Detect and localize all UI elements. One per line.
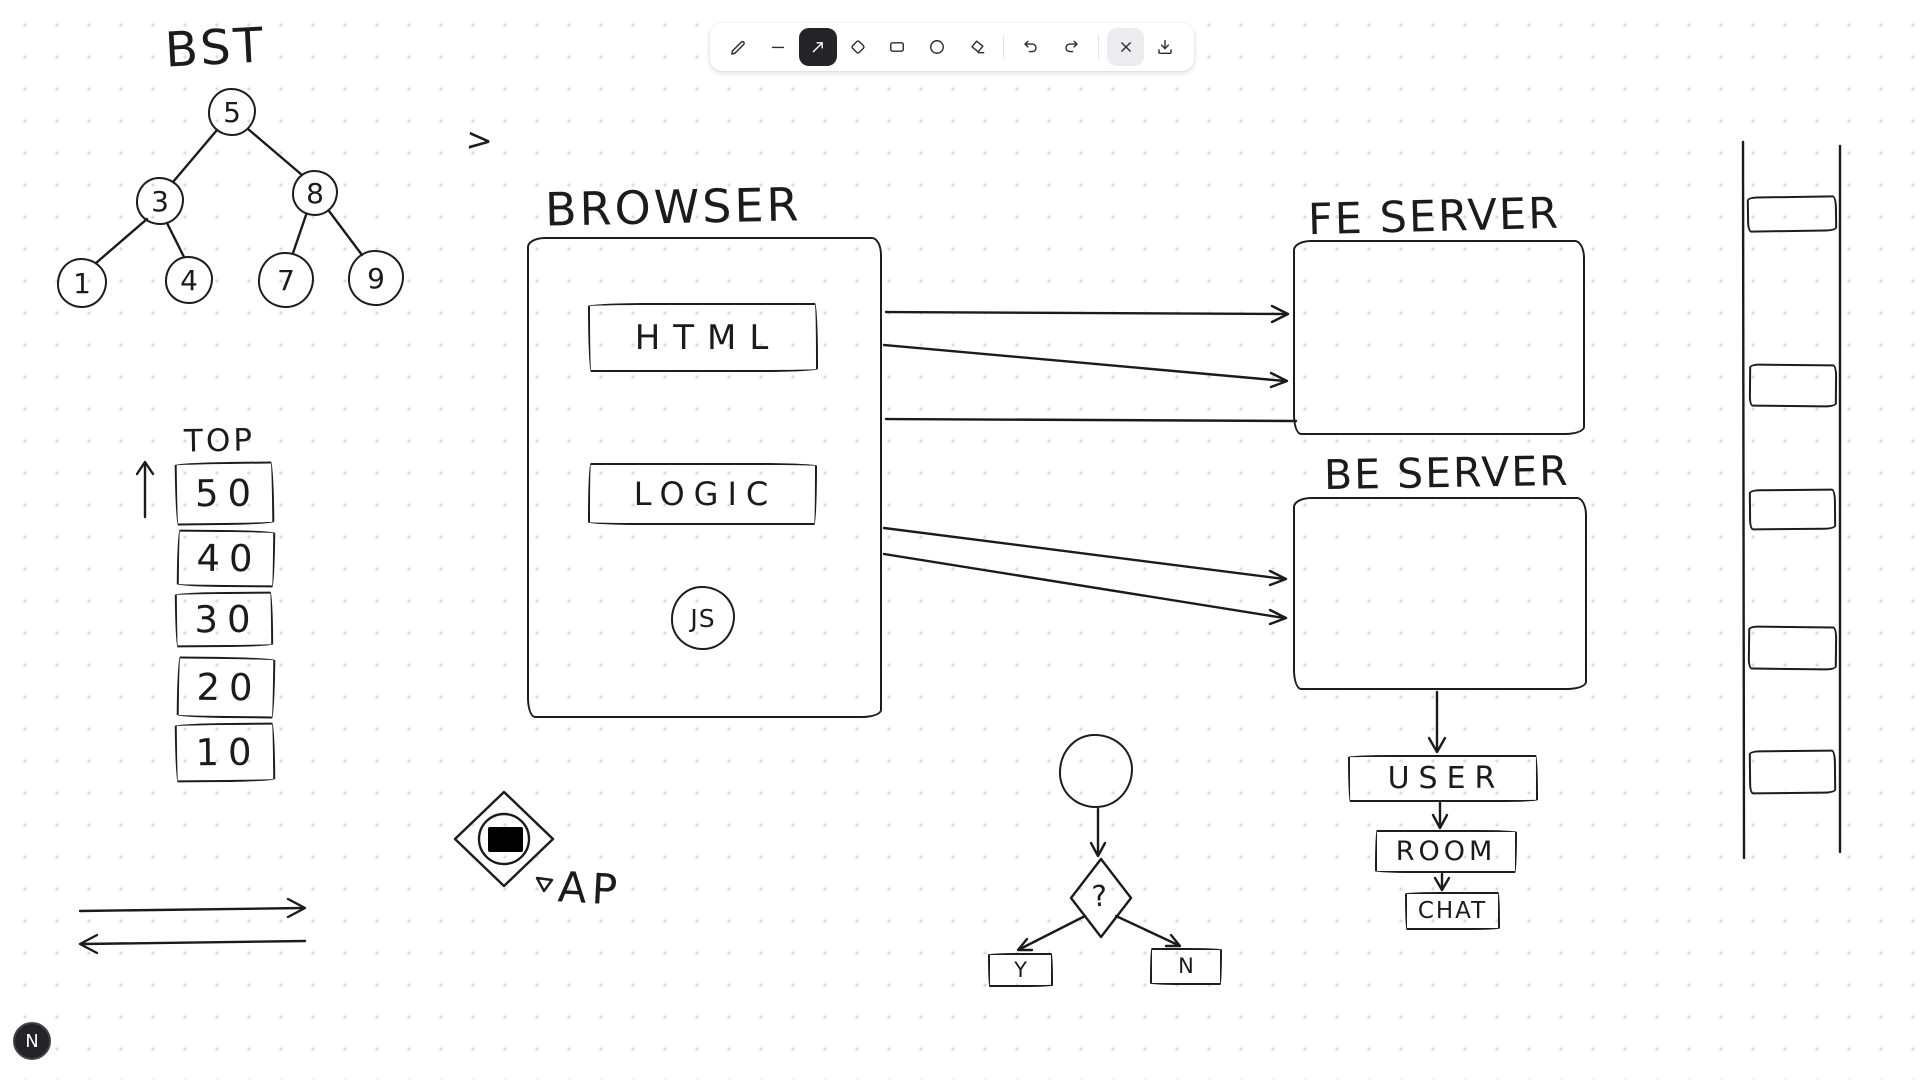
bst-edges[interactable] — [94, 127, 364, 265]
js-label: JS — [690, 603, 716, 633]
stack-item-box[interactable]: 40 — [176, 529, 276, 588]
stack-item-value: 40 — [196, 536, 262, 581]
js-circle[interactable]: JS — [671, 586, 735, 650]
yes-box[interactable]: Y — [988, 953, 1053, 987]
logic-label: LOGIC — [633, 475, 778, 513]
close-button[interactable] — [1106, 28, 1145, 66]
browser-be-connectors[interactable] — [882, 526, 1288, 626]
bst-node[interactable]: 3 — [136, 177, 184, 225]
no-box[interactable]: N — [1150, 948, 1222, 985]
filmstrip-cell[interactable] — [1746, 195, 1838, 233]
user-box[interactable]: USER — [1348, 755, 1538, 802]
ap-icon[interactable] — [453, 790, 555, 893]
fe-server-title[interactable]: FE SERVER — [1307, 188, 1561, 246]
ellipse-icon — [930, 40, 944, 54]
stack-up-arrow[interactable] — [135, 460, 155, 519]
be-server-box[interactable] — [1293, 497, 1587, 690]
pencil-icon — [730, 40, 745, 55]
bst-node[interactable]: 8 — [292, 170, 338, 216]
line-icon — [772, 46, 785, 49]
bst-node[interactable]: 1 — [57, 258, 107, 308]
bst-node-value: 4 — [180, 263, 198, 297]
stack-item-value: 50 — [194, 471, 261, 516]
bst-title[interactable]: BST — [163, 17, 268, 79]
arrow-icon — [812, 42, 823, 53]
bst-node-value: 8 — [306, 176, 324, 210]
close-icon — [1120, 42, 1131, 52]
bst-node-value: 3 — [151, 184, 169, 218]
chat-flow-arrows[interactable] — [1427, 690, 1451, 892]
room-label: ROOM — [1395, 836, 1497, 867]
chat-box[interactable]: CHAT — [1405, 892, 1500, 930]
filmstrip-rails[interactable] — [1741, 140, 1842, 860]
user-badge-label: N — [25, 1030, 39, 1052]
no-label: N — [1178, 954, 1194, 978]
toolbar-divider — [1003, 35, 1005, 59]
browser-box[interactable] — [527, 237, 882, 718]
browser-fe-connectors[interactable] — [882, 304, 1298, 423]
eraser-icon — [970, 40, 985, 54]
browser-title[interactable]: BROWSER — [544, 177, 802, 237]
stack-title[interactable]: TOP — [183, 422, 256, 460]
eraser-tool-button[interactable] — [958, 28, 996, 66]
left-arrow[interactable] — [78, 933, 307, 955]
decision-question[interactable]: ? — [1090, 878, 1109, 914]
stack-item-value: 30 — [194, 597, 260, 642]
decision-diamond[interactable] — [1069, 857, 1133, 939]
toolbar — [710, 23, 1194, 71]
stack-item-box[interactable]: 20 — [176, 656, 276, 719]
chat-label: CHAT — [1417, 897, 1488, 924]
toolbar-divider — [1097, 35, 1099, 59]
undo-button[interactable] — [1012, 28, 1050, 66]
stack-item-value: 10 — [195, 730, 261, 775]
pencil-tool-button[interactable] — [720, 28, 758, 66]
ap-label[interactable]: AP — [556, 862, 624, 915]
logic-box[interactable]: LOGIC — [588, 463, 817, 525]
arrow-tool-button[interactable] — [799, 28, 837, 66]
filmstrip-cell[interactable] — [1748, 749, 1837, 795]
diamond-icon — [851, 40, 865, 54]
room-box[interactable]: ROOM — [1375, 830, 1517, 873]
rectangle-tool-button[interactable] — [879, 28, 917, 66]
bst-node[interactable]: 9 — [348, 250, 404, 306]
stack-item-box[interactable]: 30 — [174, 591, 274, 648]
ellipse-tool-button[interactable] — [918, 28, 956, 66]
bst-node-value: 7 — [277, 263, 295, 297]
download-icon — [1158, 40, 1172, 55]
decision-arrows[interactable] — [1016, 807, 1182, 952]
redo-icon — [1065, 40, 1078, 53]
flow-start-circle[interactable] — [1059, 734, 1133, 808]
filmstrip-cell[interactable] — [1748, 488, 1837, 531]
stack-item-box[interactable]: 10 — [174, 722, 276, 783]
bst-node-value: 5 — [223, 95, 241, 129]
filmstrip-cell[interactable] — [1748, 363, 1838, 408]
download-button[interactable] — [1146, 28, 1184, 66]
bst-node-value: 1 — [73, 266, 91, 300]
stack-item-value: 20 — [196, 665, 262, 710]
be-server-title[interactable]: BE SERVER — [1323, 446, 1571, 500]
html-box[interactable]: HTML — [588, 303, 818, 372]
fe-server-box[interactable] — [1293, 240, 1585, 435]
user-badge[interactable]: N — [13, 1022, 51, 1060]
undo-icon — [1024, 40, 1037, 53]
bst-node[interactable]: 4 — [165, 256, 213, 304]
redo-button[interactable] — [1052, 28, 1090, 66]
bst-node[interactable]: 7 — [258, 252, 314, 308]
chevron-mark[interactable]: > — [464, 120, 495, 160]
rectangle-icon — [890, 42, 905, 52]
user-label: USER — [1387, 760, 1505, 796]
bst-node-value: 9 — [367, 261, 385, 295]
filmstrip-cell[interactable] — [1747, 625, 1838, 671]
stack-item-box[interactable]: 50 — [174, 461, 275, 526]
yes-label: Y — [1014, 957, 1027, 982]
html-label: HTML — [634, 317, 782, 358]
right-arrow[interactable] — [78, 897, 307, 919]
line-tool-button[interactable] — [760, 28, 798, 66]
diamond-tool-button[interactable] — [839, 28, 877, 66]
bst-node[interactable]: 5 — [208, 88, 256, 136]
